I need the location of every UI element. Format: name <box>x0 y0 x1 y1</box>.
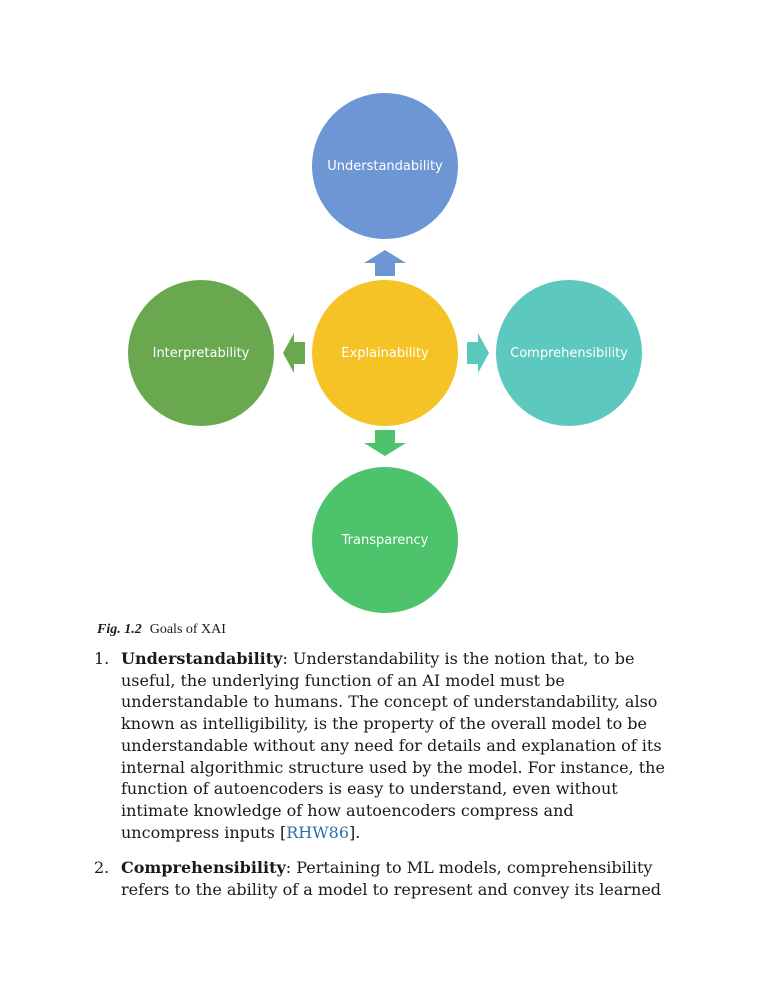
list-item-term: Understandability <box>121 649 283 668</box>
interpretability-node: Interpretability <box>128 280 274 426</box>
understandability-label: Understandability <box>327 158 443 174</box>
xai-goals-diagram: Understandability Interpretability Expla… <box>128 93 642 613</box>
citation-close: ]. <box>349 822 361 842</box>
goals-list: 1. Understandability: Understandability … <box>94 648 674 915</box>
explainability-label: Explainability <box>341 345 429 361</box>
citation-link[interactable]: RHW86 <box>286 822 349 842</box>
arrow-down-icon <box>364 430 406 456</box>
figure-number: Fig. 1.2 <box>97 622 142 637</box>
figure-caption: Fig. 1.2 Goals of XAI <box>97 622 226 638</box>
arrow-right-icon <box>467 333 489 373</box>
transparency-label: Transparency <box>341 532 429 548</box>
list-item-body: : Pertaining to ML models, comprehensibi… <box>121 858 662 900</box>
list-item: 1. Understandability: Understandability … <box>94 648 674 843</box>
comprehensibility-node: Comprehensibility <box>496 280 642 426</box>
list-item-number: 1. <box>94 649 110 668</box>
citation-open: [ <box>279 822 287 842</box>
figure-caption-text: Goals of XAI <box>149 622 226 637</box>
understandability-node: Understandability <box>312 93 458 239</box>
list-item-body: : Understandability is the notion that, … <box>121 649 665 842</box>
list-item-number: 2. <box>94 858 110 878</box>
list-item-term: Comprehensibility <box>121 858 286 878</box>
arrow-left-icon <box>283 333 305 373</box>
transparency-node: Transparency <box>312 467 458 613</box>
arrow-up-icon <box>364 250 406 276</box>
list-item: 2. Comprehensibility: Pertaining to ML m… <box>94 857 674 900</box>
interpretability-label: Interpretability <box>152 345 250 361</box>
explainability-node: Explainability <box>312 280 458 426</box>
comprehensibility-label: Comprehensibility <box>510 345 628 361</box>
